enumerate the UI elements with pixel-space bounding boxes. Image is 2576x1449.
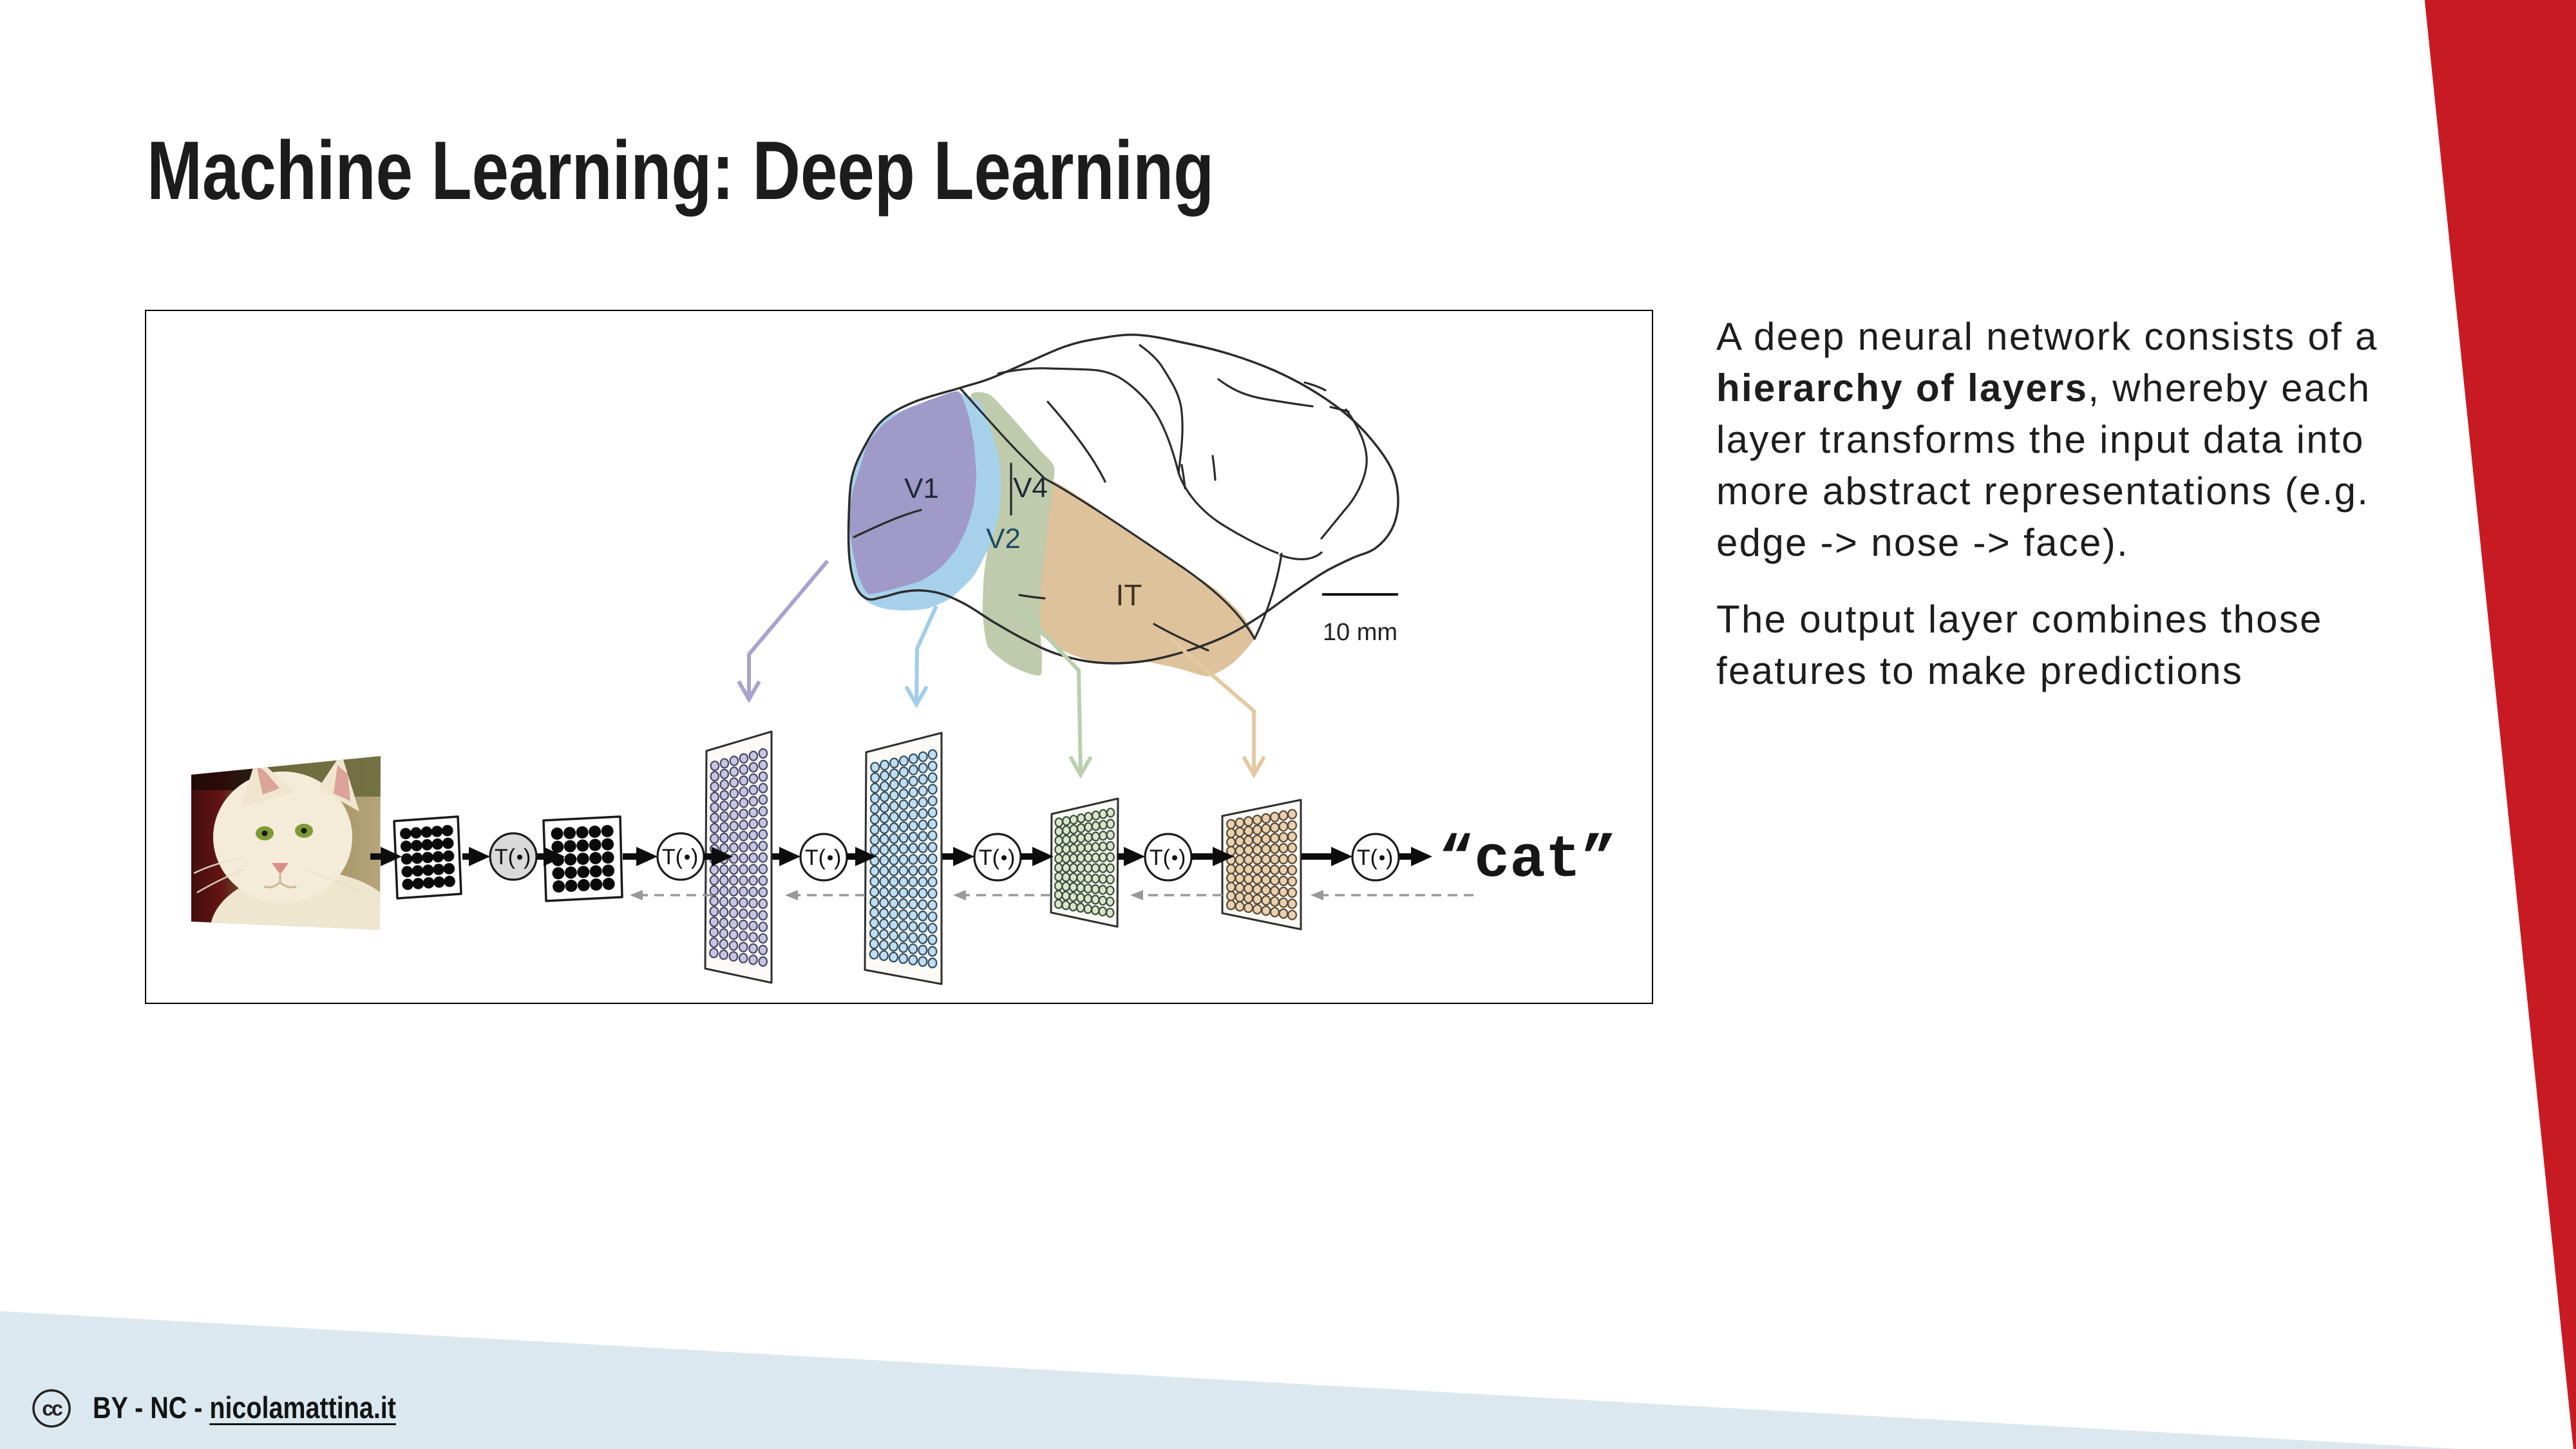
svg-text:“cat”: “cat” xyxy=(1439,826,1616,894)
svg-text:): ) xyxy=(691,845,698,869)
svg-text:cc: cc xyxy=(42,1397,62,1420)
svg-text:V2: V2 xyxy=(986,523,1021,554)
svg-text:T(: T( xyxy=(662,845,683,869)
svg-text:T(: T( xyxy=(805,846,826,870)
svg-text:T(: T( xyxy=(1357,846,1378,870)
svg-text:T(: T( xyxy=(979,846,1000,870)
svg-text:V1: V1 xyxy=(904,473,939,504)
svg-text:): ) xyxy=(1386,846,1393,870)
svg-text:IT: IT xyxy=(1116,578,1142,612)
svg-text:T(: T( xyxy=(1150,846,1171,870)
svg-text:): ) xyxy=(1008,846,1015,870)
svg-text:): ) xyxy=(834,846,841,870)
svg-text:V4: V4 xyxy=(1013,472,1048,504)
svg-text:T(: T( xyxy=(495,845,516,869)
svg-text:): ) xyxy=(524,845,531,869)
svg-text:10 mm: 10 mm xyxy=(1323,619,1397,646)
svg-text:): ) xyxy=(1179,846,1186,870)
